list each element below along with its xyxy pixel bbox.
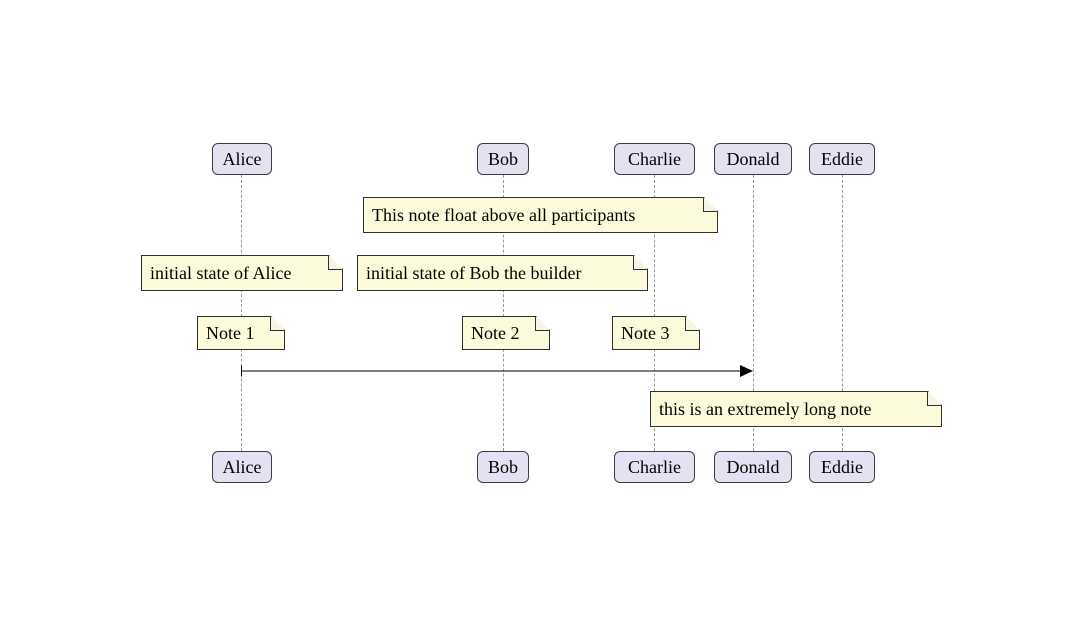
note-text: Note 3: [621, 323, 670, 343]
note-text: initial state of Bob the builder: [366, 263, 582, 283]
note-long: this is an extremely long note: [650, 391, 942, 427]
note-text: Note 2: [471, 323, 520, 343]
participant-head-alice[interactable]: Alice: [212, 143, 272, 175]
lifeline-alice: [241, 175, 242, 451]
note-fold-corner-icon: [927, 391, 942, 406]
lifeline-bob: [503, 175, 504, 451]
participant-head-charlie[interactable]: Charlie: [614, 143, 695, 175]
lifeline-donald: [753, 175, 754, 451]
note-fold-corner-icon: [633, 255, 648, 270]
participant-head-donald[interactable]: Donald: [714, 143, 792, 175]
message-arrowhead-icon: [740, 365, 753, 377]
note-text: this is an extremely long note: [659, 399, 872, 419]
note-text: initial state of Alice: [150, 263, 292, 283]
note-body: [363, 197, 718, 233]
participant-head-eddie[interactable]: Eddie: [809, 143, 875, 175]
note-3: Note 3: [612, 316, 700, 350]
note-1: Note 1: [197, 316, 285, 350]
note-text: Note 1: [206, 323, 255, 343]
participant-foot-eddie[interactable]: Eddie: [809, 451, 875, 483]
lifeline-eddie: [842, 175, 843, 451]
note-2: Note 2: [462, 316, 550, 350]
participant-head-bob[interactable]: Bob: [477, 143, 529, 175]
note-float: This note float above all participants: [363, 197, 718, 233]
note-alice-initial: initial state of Alice: [141, 255, 343, 291]
note-bob-initial: initial state of Bob the builder: [357, 255, 648, 291]
note-fold-corner-icon: [328, 255, 343, 270]
lifeline-charlie: [654, 175, 655, 451]
note-body: [141, 255, 343, 291]
note-body: [650, 391, 942, 427]
note-body: [612, 316, 700, 350]
note-body: [462, 316, 550, 350]
participant-foot-alice[interactable]: Alice: [212, 451, 272, 483]
note-fold-corner-icon: [703, 197, 718, 212]
participant-foot-donald[interactable]: Donald: [714, 451, 792, 483]
participant-foot-charlie[interactable]: Charlie: [614, 451, 695, 483]
note-text: This note float above all participants: [372, 205, 636, 225]
message-alice-to-donald[interactable]: [241, 363, 753, 379]
participant-foot-bob[interactable]: Bob: [477, 451, 529, 483]
message-line: [241, 370, 741, 372]
note-body: [357, 255, 648, 291]
